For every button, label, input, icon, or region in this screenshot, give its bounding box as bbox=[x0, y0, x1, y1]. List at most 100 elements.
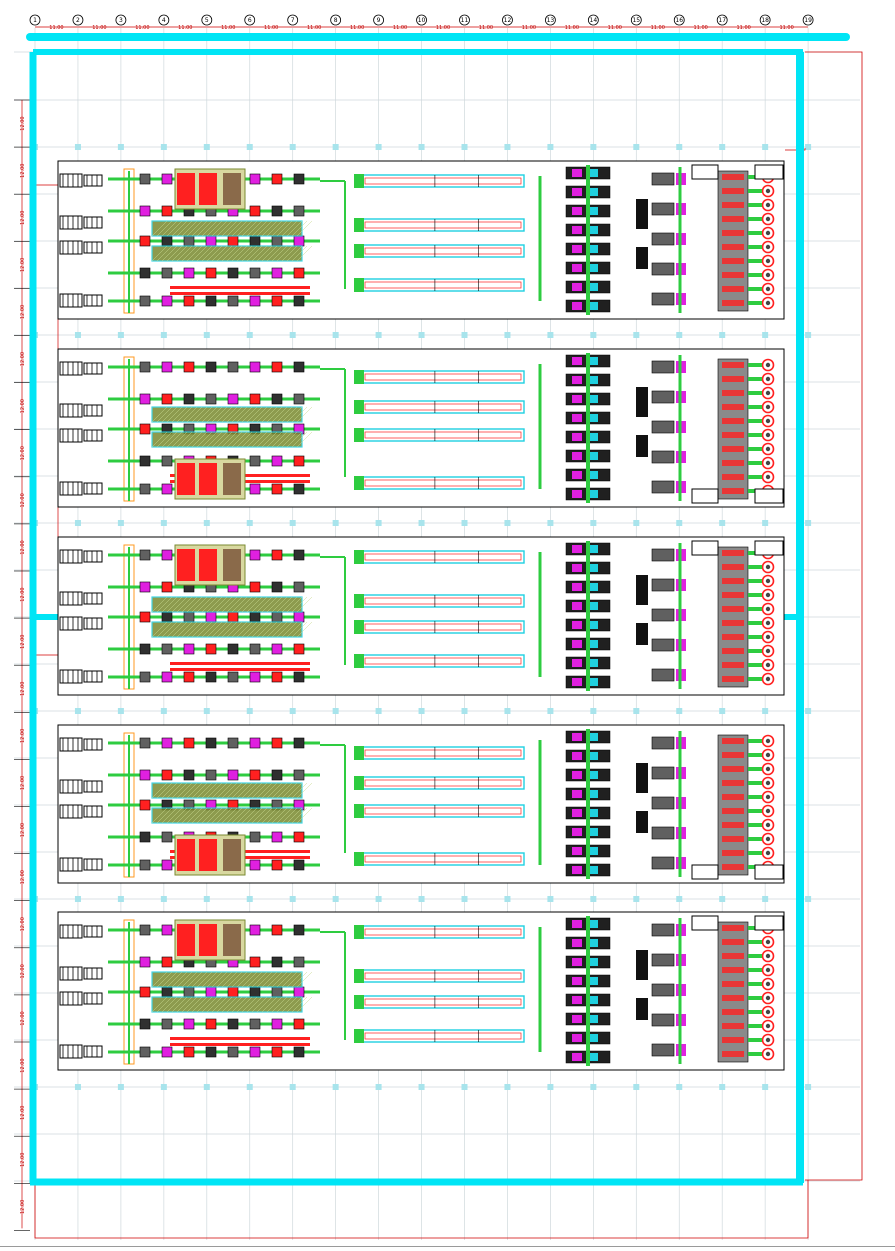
machine-block bbox=[249, 671, 261, 683]
motor-core bbox=[765, 578, 771, 584]
hatch-line bbox=[231, 245, 248, 262]
hatch-line bbox=[226, 245, 243, 262]
rack-slot bbox=[722, 822, 744, 828]
motor-core bbox=[765, 808, 771, 814]
machine-block bbox=[249, 956, 261, 968]
machine-block bbox=[161, 455, 173, 467]
stack-accent bbox=[572, 920, 582, 928]
stack-accent bbox=[590, 490, 598, 498]
machine-block bbox=[139, 295, 151, 307]
machine-block bbox=[161, 549, 173, 561]
tank-frame bbox=[59, 779, 83, 794]
header-box bbox=[754, 540, 784, 556]
roller-frame bbox=[361, 1029, 525, 1043]
roller-frame bbox=[361, 620, 525, 634]
hatch-line bbox=[266, 406, 283, 423]
hatch-line bbox=[211, 807, 228, 824]
stack-accent bbox=[590, 264, 598, 272]
rack-slot bbox=[722, 606, 744, 612]
tank-frame bbox=[59, 616, 83, 631]
rack-slot bbox=[722, 752, 744, 758]
stack-accent bbox=[572, 809, 582, 817]
machine-block bbox=[205, 393, 217, 405]
machine-block bbox=[651, 232, 675, 246]
axis-bubble-label: 18 bbox=[761, 17, 769, 24]
hatch-line bbox=[276, 596, 293, 613]
column-marker bbox=[74, 520, 81, 526]
stack-accent bbox=[590, 302, 598, 310]
tank-frame bbox=[83, 404, 103, 417]
hatch-line bbox=[251, 971, 268, 988]
hatch-line bbox=[236, 245, 253, 262]
axis-bubble-circle bbox=[587, 14, 599, 26]
tank-frame bbox=[59, 924, 83, 939]
rack-slot bbox=[722, 794, 744, 800]
roller-inner bbox=[364, 597, 522, 605]
hatch-line bbox=[271, 807, 288, 824]
hatch-line bbox=[226, 782, 243, 799]
machine-block bbox=[271, 581, 283, 593]
column-marker bbox=[332, 708, 339, 714]
hatch-line bbox=[211, 431, 228, 448]
machine-block bbox=[139, 737, 151, 749]
stack-accent bbox=[590, 1034, 598, 1042]
column-marker bbox=[805, 896, 812, 902]
equipment-bay bbox=[57, 160, 785, 320]
stack-accent bbox=[590, 583, 598, 591]
roller-end-block bbox=[354, 550, 364, 564]
axis-bubble-circle bbox=[287, 14, 299, 26]
hatch-line bbox=[221, 782, 238, 799]
column-marker bbox=[719, 1084, 726, 1090]
hatch-line bbox=[151, 245, 168, 262]
stack-accent bbox=[590, 602, 598, 610]
machine-block bbox=[161, 393, 173, 405]
hatch-line bbox=[181, 406, 198, 423]
stack-accent bbox=[590, 1053, 598, 1061]
row-spacing-label: 12.00 bbox=[20, 634, 26, 648]
tank-frame bbox=[59, 403, 83, 418]
machine-block bbox=[249, 769, 261, 781]
hatch-line bbox=[281, 996, 298, 1013]
stack-accent bbox=[590, 977, 598, 985]
hatch-line bbox=[241, 596, 258, 613]
hatch-line bbox=[186, 431, 203, 448]
hatch-line bbox=[286, 807, 303, 824]
rack-slot bbox=[722, 376, 744, 382]
hatch-line bbox=[196, 621, 213, 638]
rack-slot bbox=[722, 578, 744, 584]
hatch-line bbox=[161, 220, 178, 237]
equipment-bay bbox=[57, 724, 785, 884]
hatch-line bbox=[161, 406, 178, 423]
axis-bubble: 5 bbox=[201, 14, 213, 26]
hatch-line bbox=[246, 406, 263, 423]
row-spacing-label: 12.00 bbox=[20, 446, 26, 460]
row-spacing-label: 12.00 bbox=[20, 917, 26, 931]
hatch-line bbox=[161, 782, 178, 799]
header-box bbox=[691, 164, 719, 180]
hatch-line bbox=[291, 596, 308, 613]
stack-accent bbox=[572, 283, 582, 291]
hatch-line bbox=[166, 245, 183, 262]
axis-bubble-label: 17 bbox=[718, 17, 726, 24]
press-block-red bbox=[177, 839, 195, 871]
hatch-line bbox=[201, 807, 218, 824]
hatch-line bbox=[176, 807, 193, 824]
hatch-line bbox=[156, 220, 173, 237]
machine-block bbox=[651, 826, 675, 840]
roller-frame bbox=[361, 654, 525, 668]
column-marker bbox=[289, 1084, 296, 1090]
column-marker bbox=[676, 144, 683, 150]
roller-frame bbox=[361, 550, 525, 564]
row-spacing-label: 12.00 bbox=[20, 1058, 26, 1072]
hatch-line bbox=[256, 971, 273, 988]
hatch-line bbox=[246, 621, 263, 638]
axis-bubble-circle bbox=[201, 14, 213, 26]
column-marker bbox=[461, 332, 468, 338]
hatch-line bbox=[181, 621, 198, 638]
hatch-line bbox=[241, 996, 258, 1013]
hatch-line bbox=[286, 782, 303, 799]
machine-block bbox=[249, 737, 261, 749]
machine-block bbox=[227, 986, 239, 998]
machine-block bbox=[651, 1043, 675, 1057]
hatch-line bbox=[211, 596, 228, 613]
